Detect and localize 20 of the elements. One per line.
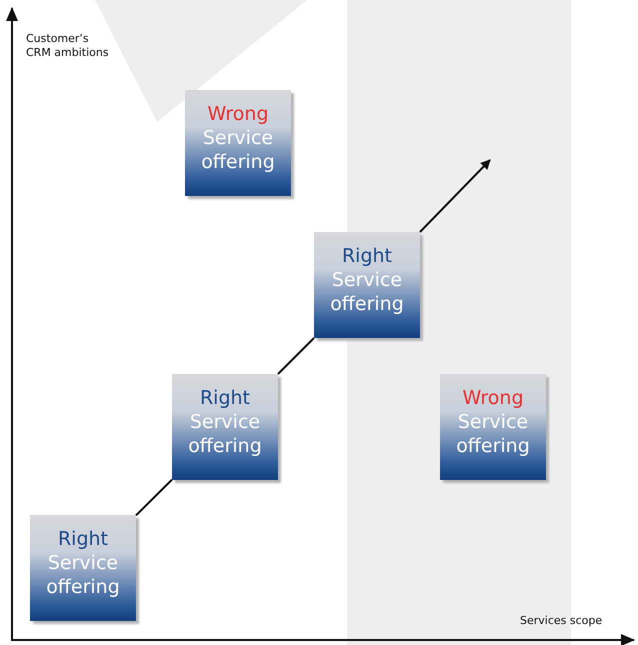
connector-line <box>135 478 173 516</box>
box-heading: Right <box>198 386 252 410</box>
offering-box <box>440 374 546 480</box>
box-text: Service offering <box>45 551 121 599</box>
axis-label: Services scope <box>520 614 604 628</box>
box-heading: Wrong <box>206 102 270 126</box>
box-text: Service offering <box>187 410 263 458</box>
box-heading: Right <box>340 244 394 268</box>
arrow <box>419 159 491 233</box>
box-text: Service offering <box>329 268 405 316</box>
box-heading: Wrong <box>461 386 525 410</box>
box-text: Service offering <box>200 126 276 174</box>
offering-box <box>30 515 136 621</box>
offering-box <box>314 232 420 338</box>
offering-box <box>185 90 291 196</box>
axis-label: Customer’s CRM ambitions <box>26 32 110 60</box>
box-heading: Right <box>56 527 110 551</box>
connector-line <box>277 337 315 375</box>
box-text: Service offering <box>455 410 531 458</box>
offering-box <box>172 374 278 480</box>
